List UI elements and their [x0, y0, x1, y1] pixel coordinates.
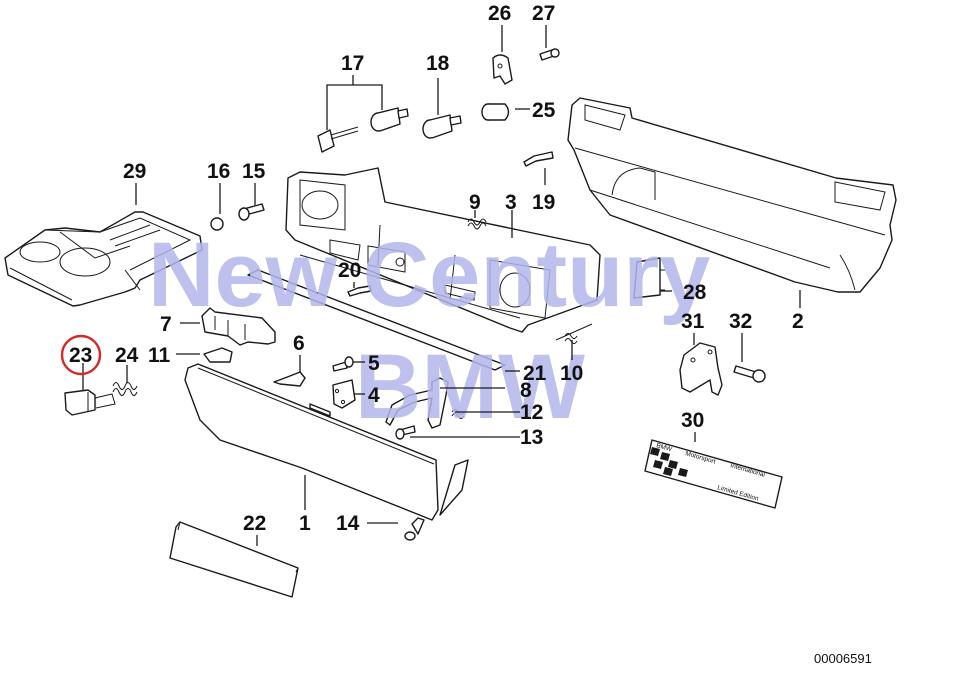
- part-17-lock-set[interactable]: [317, 107, 409, 153]
- part-26-cam-plate[interactable]: [492, 54, 513, 85]
- callout-16[interactable]: 16: [207, 160, 230, 183]
- part-1-glovebox-lid[interactable]: [184, 363, 469, 521]
- part-28-cover[interactable]: [633, 257, 665, 299]
- highlight-circle-part-23: [60, 334, 102, 376]
- part-3-glovebox-frame[interactable]: [285, 167, 601, 333]
- part-14-screw[interactable]: [404, 517, 425, 541]
- callout-27[interactable]: 27: [532, 2, 555, 25]
- callout-2[interactable]: 2: [792, 310, 804, 333]
- callout-25[interactable]: 25: [532, 99, 556, 122]
- callout-20[interactable]: 20: [338, 259, 361, 282]
- part-25-bushing[interactable]: [481, 103, 510, 121]
- callout-22[interactable]: 22: [243, 512, 266, 535]
- leader-lines: [82, 25, 801, 546]
- part-18-lock-cylinder[interactable]: [422, 114, 462, 139]
- callout-7[interactable]: 7: [160, 313, 172, 336]
- callout-12[interactable]: 12: [520, 401, 543, 424]
- part-15-screw[interactable]: [238, 203, 265, 221]
- callout-26[interactable]: 26: [488, 2, 511, 25]
- watermark-line1: New Century: [148, 224, 710, 326]
- part-21-seal-strip[interactable]: [247, 269, 506, 371]
- part-20-pin[interactable]: [347, 285, 372, 297]
- callout-31[interactable]: 31: [681, 310, 705, 333]
- callout-19[interactable]: 19: [532, 191, 555, 214]
- badge-brand: BMW: [655, 442, 673, 453]
- callout-24[interactable]: 24: [115, 344, 139, 367]
- watermark-line2: BMW: [355, 336, 585, 438]
- callout-30[interactable]: 30: [681, 409, 704, 432]
- part-16-plug[interactable]: [210, 217, 224, 231]
- callout-17[interactable]: 17: [341, 52, 364, 75]
- callout-32[interactable]: 32: [729, 310, 752, 333]
- callout-23[interactable]: 23: [69, 344, 92, 367]
- part-30-motorsport-badge[interactable]: BMW Motorsport International Limited Edi…: [644, 439, 783, 509]
- part-9-spring[interactable]: [467, 218, 487, 230]
- callout-14[interactable]: 14: [336, 512, 360, 535]
- callout-15[interactable]: 15: [242, 160, 266, 183]
- part-10-spring[interactable]: [555, 323, 593, 344]
- callout-18[interactable]: 18: [426, 52, 450, 75]
- callout-11[interactable]: 11: [148, 344, 171, 367]
- callout-8[interactable]: 8: [520, 379, 532, 402]
- callout-21[interactable]: 21: [523, 362, 547, 385]
- part-22-trim-panel[interactable]: [169, 521, 299, 598]
- callout-9[interactable]: 9: [469, 191, 481, 214]
- part-23-latch-button[interactable]: [64, 389, 116, 416]
- callout-29[interactable]: 29: [123, 160, 146, 183]
- callout-6[interactable]: 6: [293, 332, 305, 355]
- part-27-screw[interactable]: [539, 48, 560, 61]
- part-7-latch-bracket[interactable]: [201, 307, 276, 346]
- callout-4[interactable]: 4: [368, 384, 380, 407]
- part-13-screw[interactable]: [395, 425, 416, 440]
- part-19-pin[interactable]: [523, 151, 554, 167]
- part-11-cover-cap[interactable]: [203, 347, 233, 363]
- callouts: 29 16 15 17 18 26 27 25 19 3 9 20 28 2 3…: [69, 2, 804, 535]
- part-31-lock-striker[interactable]: [679, 342, 723, 396]
- diagram-id: 00006591: [814, 651, 872, 666]
- part-4-hinge-plate[interactable]: [332, 379, 356, 409]
- callout-3[interactable]: 3: [505, 191, 517, 214]
- callout-1[interactable]: 1: [299, 512, 311, 535]
- part-29-tray-assembly[interactable]: [4, 211, 203, 307]
- callout-10[interactable]: 10: [560, 362, 583, 385]
- callout-13[interactable]: 13: [520, 426, 543, 449]
- part-2-glovebox-housing[interactable]: [567, 97, 897, 293]
- part-5-screw[interactable]: [332, 356, 354, 372]
- part-24-spring[interactable]: [112, 382, 138, 396]
- callout-28[interactable]: 28: [683, 281, 707, 304]
- part-6-clip[interactable]: [273, 371, 306, 387]
- part-32-screw[interactable]: [733, 365, 766, 383]
- callout-5[interactable]: 5: [368, 352, 380, 375]
